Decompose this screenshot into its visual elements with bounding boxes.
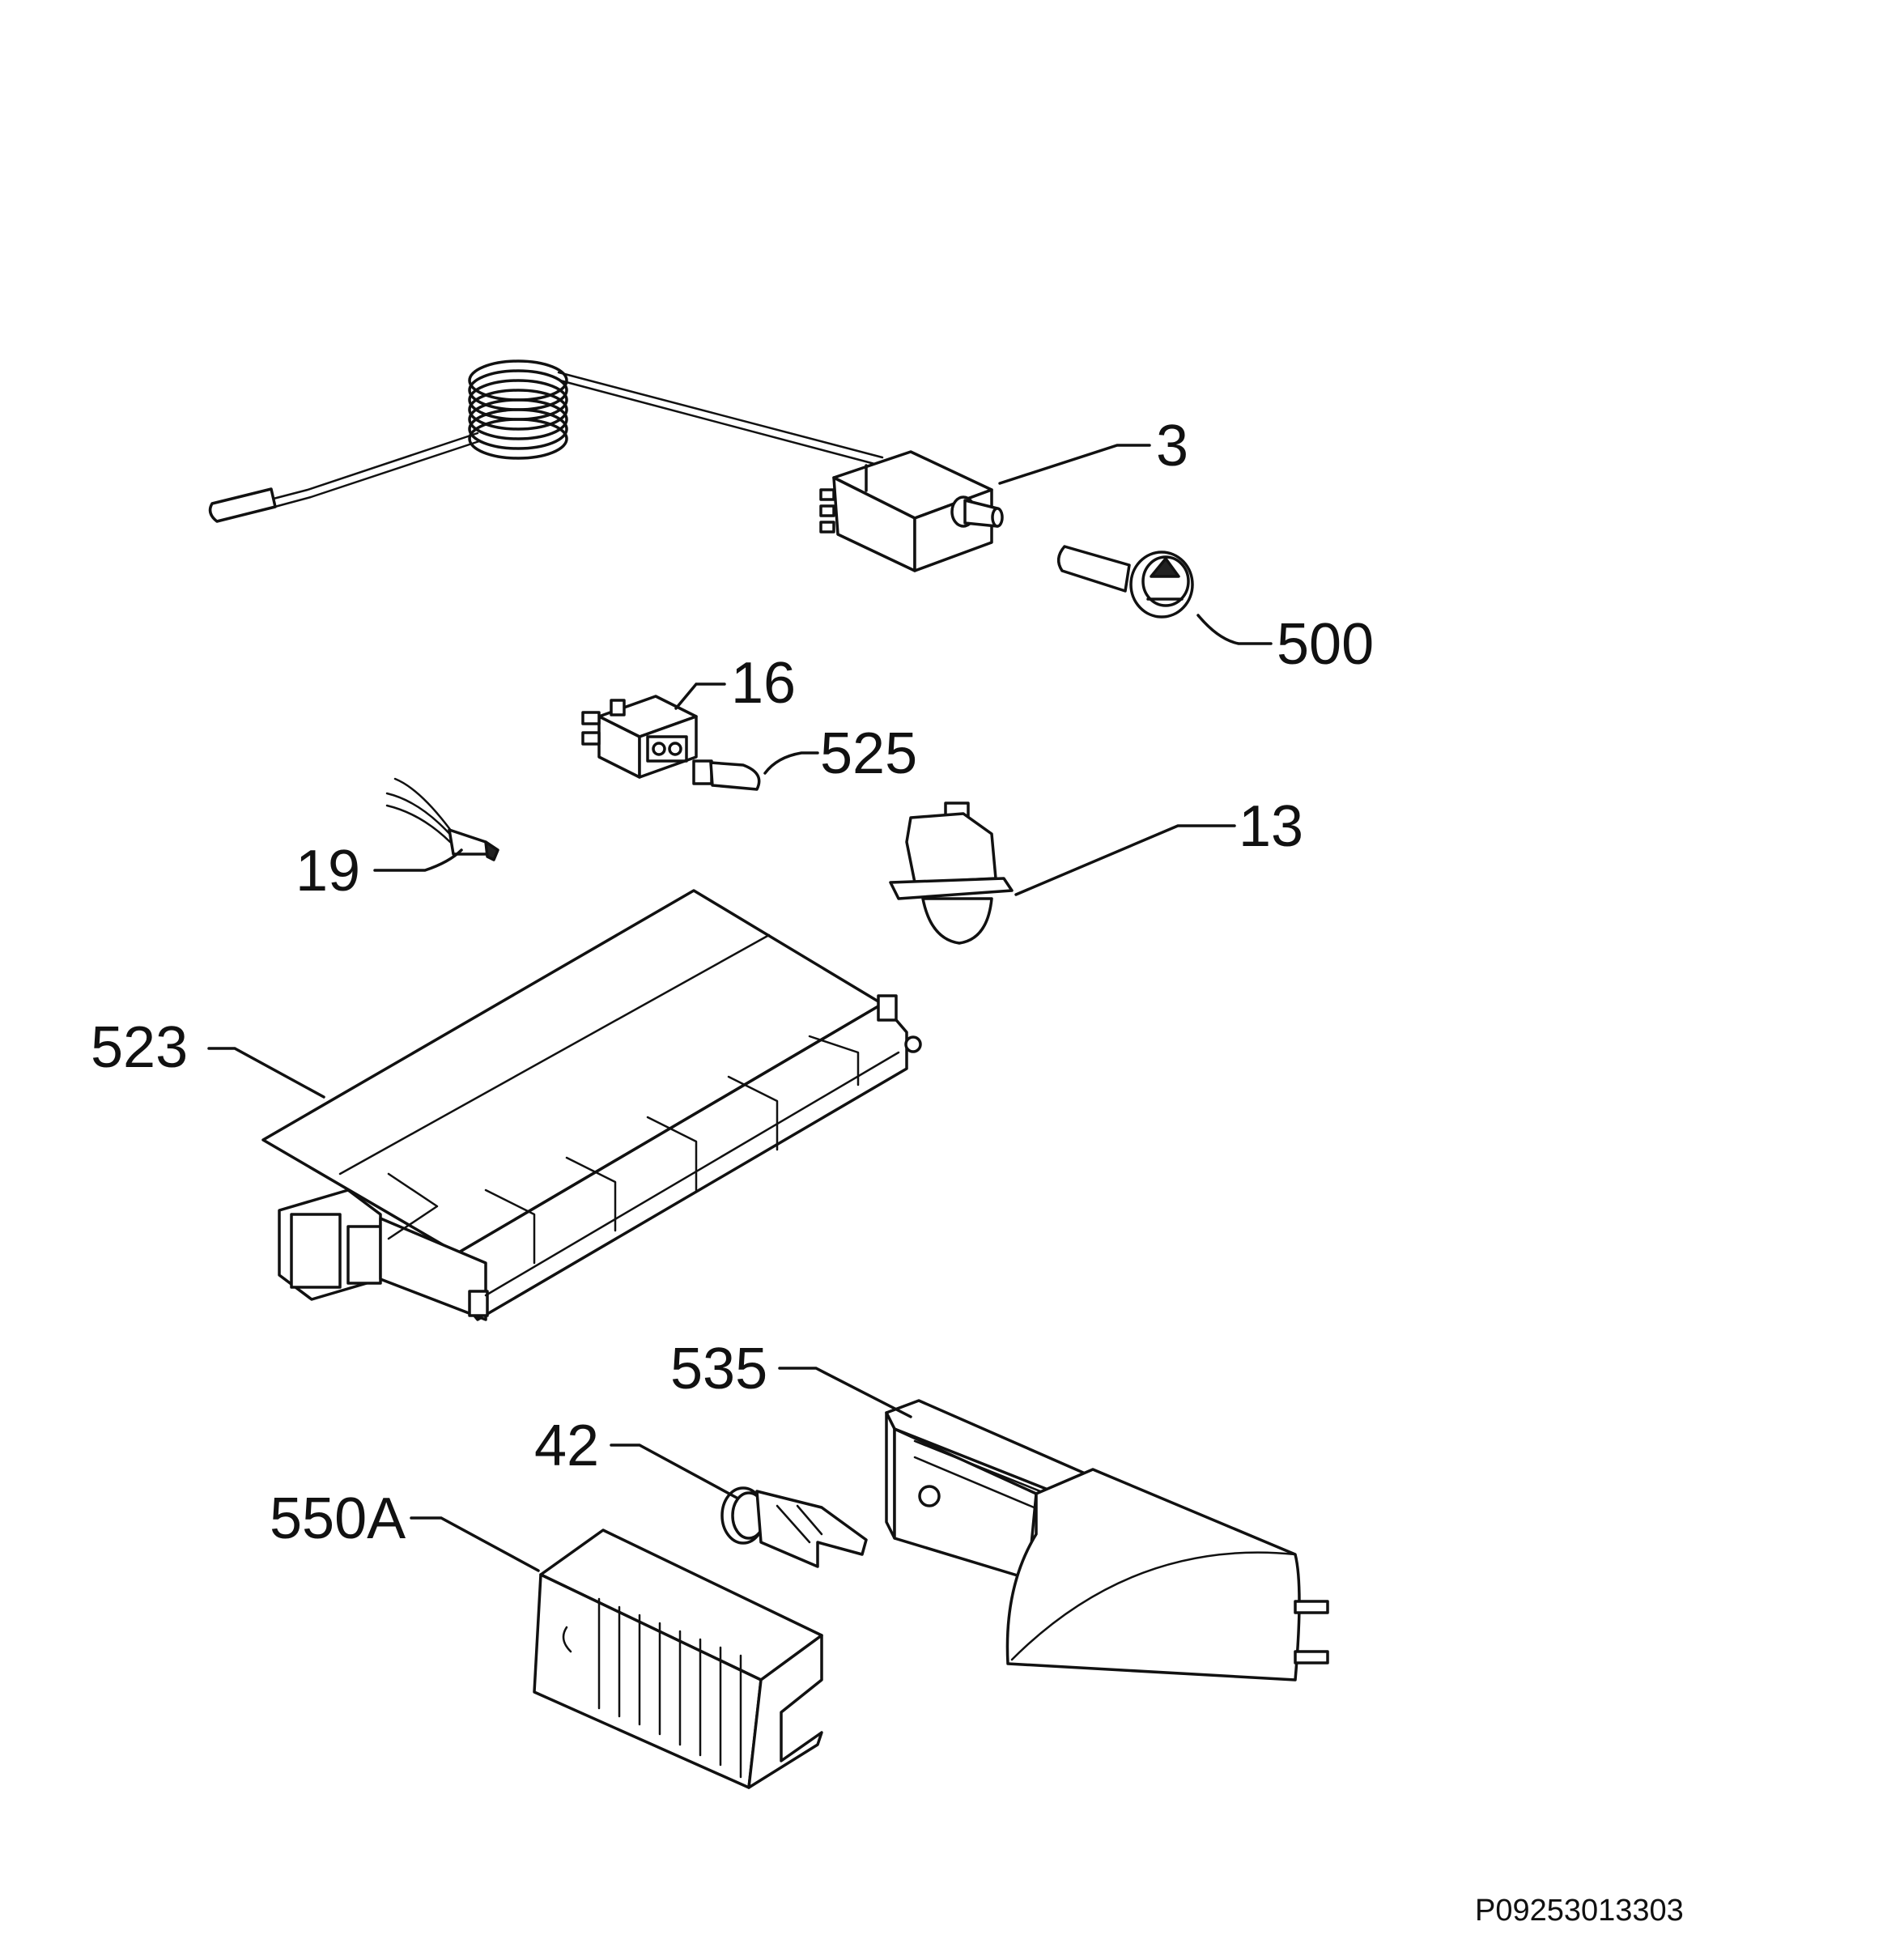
label-16: 16: [731, 651, 796, 716]
label-500: 500: [1277, 612, 1374, 677]
leader-line-523: [207, 1047, 325, 1099]
leader-line-535: [778, 1367, 912, 1418]
switch-part-16[interactable]: [581, 695, 698, 779]
control-housing-part-523[interactable]: [261, 889, 922, 1321]
label-13: 13: [1239, 794, 1303, 859]
label-19: 19: [295, 839, 360, 903]
knob-part-500[interactable]: [1056, 545, 1194, 619]
leader-line-16: [674, 682, 726, 710]
label-42: 42: [534, 1414, 599, 1478]
leader-line-500: [1196, 614, 1273, 645]
lamp-cover-housing-part-535[interactable]: [885, 1399, 1329, 1682]
thermostat-part-3[interactable]: [208, 359, 1004, 572]
lead-part-19[interactable]: [385, 777, 499, 861]
label-523: 523: [91, 1015, 188, 1080]
lamp-holder-part-42[interactable]: [720, 1486, 868, 1568]
leader-line-19: [373, 848, 463, 872]
leader-line-13: [1014, 824, 1236, 896]
label-550a: 550A: [270, 1486, 406, 1551]
leader-line-3: [998, 444, 1151, 485]
reference-code: P09253013303: [1475, 1894, 1684, 1928]
leader-line-42: [610, 1443, 738, 1499]
label-535: 535: [670, 1337, 767, 1401]
lamp-part-525[interactable]: [692, 759, 761, 791]
label-3: 3: [1156, 414, 1188, 478]
label-525: 525: [820, 721, 917, 786]
leader-line-550a: [410, 1516, 540, 1572]
lamp-cover-part-550a[interactable]: [533, 1528, 823, 1789]
door-switch-part-13[interactable]: [889, 801, 1014, 945]
leader-line-525: [763, 751, 819, 775]
